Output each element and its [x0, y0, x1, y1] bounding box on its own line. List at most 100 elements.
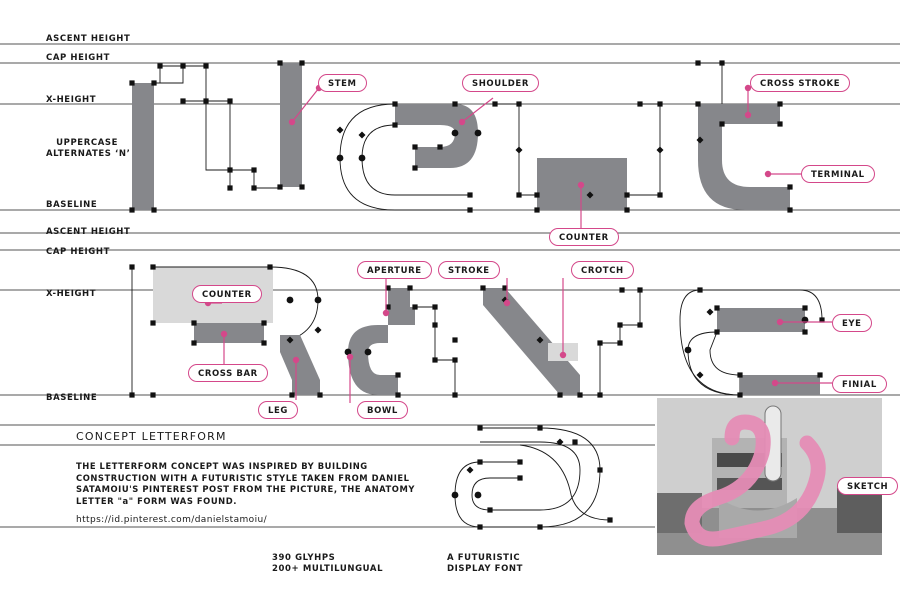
anchor-node — [412, 304, 418, 310]
anchor-node — [191, 340, 197, 346]
curve-node — [474, 491, 482, 499]
anchor-node — [477, 459, 483, 465]
anchor-node — [695, 101, 701, 107]
anchor-node — [719, 121, 725, 127]
stat-glyphs: 390 GLYHPS 200+ MULTILUNGUAL — [272, 553, 384, 575]
label-baseline-top: BASELINE — [46, 200, 98, 210]
anchor-node — [492, 101, 498, 107]
anchor-node — [277, 184, 283, 190]
anchor-node — [437, 144, 443, 150]
callout-finial: FINIAL — [832, 375, 887, 393]
curve-node — [314, 296, 322, 304]
curve-node — [684, 346, 692, 354]
callout-counter-bottom: COUNTER — [192, 285, 262, 303]
anchor-node — [637, 101, 643, 107]
anchor-node — [534, 207, 540, 213]
curve-node — [344, 348, 352, 356]
label-xheight-top: X-HEIGHT — [46, 95, 97, 105]
concept-description: THE LETTERFORM CONCEPT WAS INSPIRED BY B… — [76, 461, 415, 506]
anchor-node — [432, 304, 438, 310]
label-xheight-bottom: X-HEIGHT — [46, 289, 97, 299]
anchor-node — [395, 372, 401, 378]
label-cap-top: CAP HEIGHT — [46, 53, 110, 63]
callout-crotch: CROTCH — [571, 261, 634, 279]
glyph-e-bottom-right — [679, 289, 823, 396]
handle-node — [515, 146, 523, 154]
anchor-node — [597, 392, 603, 398]
anchor-node — [151, 207, 157, 213]
anchor-node — [777, 121, 783, 127]
handle-node — [656, 146, 664, 154]
anchor-node — [737, 392, 743, 398]
callout-leg: LEG — [258, 401, 298, 419]
handle-node — [286, 336, 294, 344]
callout-cross-bar: CROSS BAR — [188, 364, 268, 382]
anchor-node — [537, 524, 543, 530]
label-alternates: UPPERCASE ALTERNATES ‘N’ — [46, 138, 131, 159]
anchor-node — [203, 63, 209, 69]
glyph-n-alternate — [132, 63, 302, 210]
anchor-node — [695, 60, 701, 66]
anchor-node — [299, 184, 305, 190]
anchor-node — [150, 392, 156, 398]
handle-node — [696, 136, 704, 144]
anchor-node — [289, 392, 295, 398]
anchor-node — [180, 63, 186, 69]
handle-node — [696, 371, 704, 379]
anchor-node — [534, 192, 540, 198]
anchor-node — [787, 207, 793, 213]
callout-terminal: TERMINAL — [801, 165, 875, 183]
anchor-node — [737, 372, 743, 378]
anchor-node — [432, 322, 438, 328]
anchor-node — [517, 459, 523, 465]
handle-node — [706, 308, 714, 316]
concept-title: CONCEPT LETTERFORM — [76, 430, 227, 443]
anchor-node — [151, 80, 157, 86]
anchor-node — [180, 98, 186, 104]
concept-letter-a — [454, 427, 611, 528]
callout-stroke: STROKE — [438, 261, 500, 279]
anchor-node — [227, 185, 233, 191]
anchor-node — [251, 167, 257, 173]
curve-node — [364, 348, 372, 356]
handle-node — [314, 326, 322, 334]
anchor-node — [487, 507, 493, 513]
anchor-node — [657, 192, 663, 198]
anchor-node — [385, 285, 391, 291]
anchor-node — [516, 192, 522, 198]
anchor-node — [637, 322, 643, 328]
anchor-node — [395, 392, 401, 398]
anchor-node — [480, 285, 486, 291]
anchor-node — [299, 60, 305, 66]
curve-node — [336, 154, 344, 162]
anchor-node — [452, 392, 458, 398]
anchor-node — [267, 264, 273, 270]
anchor-node — [477, 524, 483, 530]
anchor-node — [697, 287, 703, 293]
anchor-node — [597, 340, 603, 346]
anchor-node — [467, 207, 473, 213]
anchor-node — [657, 101, 663, 107]
glyph-e-bottom — [348, 288, 456, 395]
reference-photo — [657, 398, 882, 555]
anchor-node — [227, 98, 233, 104]
anchor-node — [557, 392, 563, 398]
handle-node — [586, 191, 594, 199]
callout-cross-stroke: CROSS STROKE — [750, 74, 851, 92]
label-cap-bottom: CAP HEIGHT — [46, 247, 110, 257]
anchor-node — [157, 63, 163, 69]
anchor-node — [537, 425, 543, 431]
anchor-node — [502, 285, 508, 291]
anchor-node — [617, 340, 623, 346]
concept-link[interactable]: https://id.pinterest.com/danielstamoiu/ — [76, 515, 268, 525]
handle-node — [466, 466, 474, 474]
anchor-node — [129, 207, 135, 213]
anchor-node — [467, 192, 473, 198]
handle-node — [536, 336, 544, 344]
anchor-node — [802, 305, 808, 311]
anchor-node — [407, 285, 413, 291]
anchor-node — [817, 372, 823, 378]
stat-font: A FUTURISTIC DISPLAY FONT — [447, 553, 524, 575]
anchor-node — [597, 467, 603, 473]
